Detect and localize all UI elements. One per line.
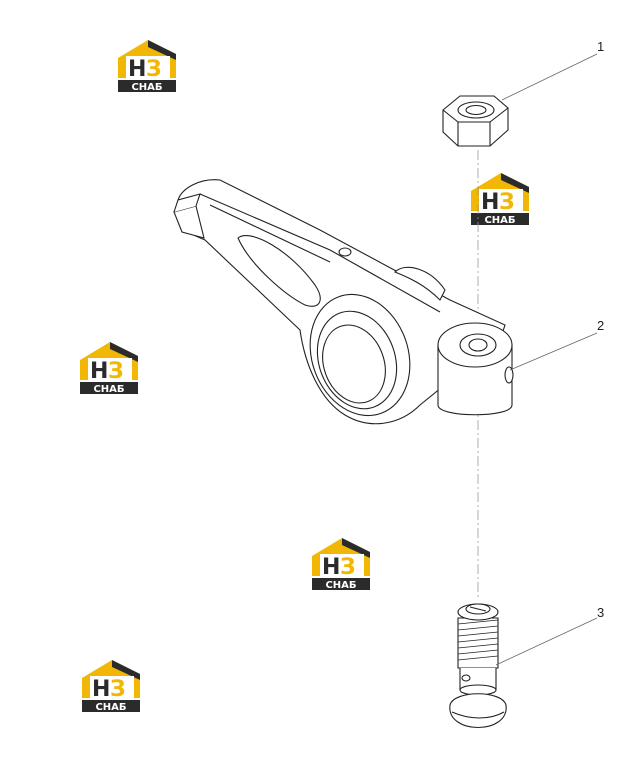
callout-number: 3	[597, 605, 604, 620]
watermark-logo	[471, 173, 529, 226]
callout-number: 2	[597, 318, 604, 333]
callout-2: 2	[509, 318, 604, 371]
watermark-logo	[312, 538, 370, 591]
watermark-logo	[82, 660, 140, 713]
hex-nut-icon	[442, 95, 509, 147]
callout-3: 3	[495, 605, 604, 666]
watermark-logo	[118, 40, 176, 93]
watermark-logo	[80, 342, 138, 395]
callout-1: 1	[501, 39, 604, 101]
callout-number: 1	[597, 39, 604, 54]
adjusting-screw-icon	[449, 603, 507, 729]
rocker-arm-icon	[173, 179, 514, 425]
